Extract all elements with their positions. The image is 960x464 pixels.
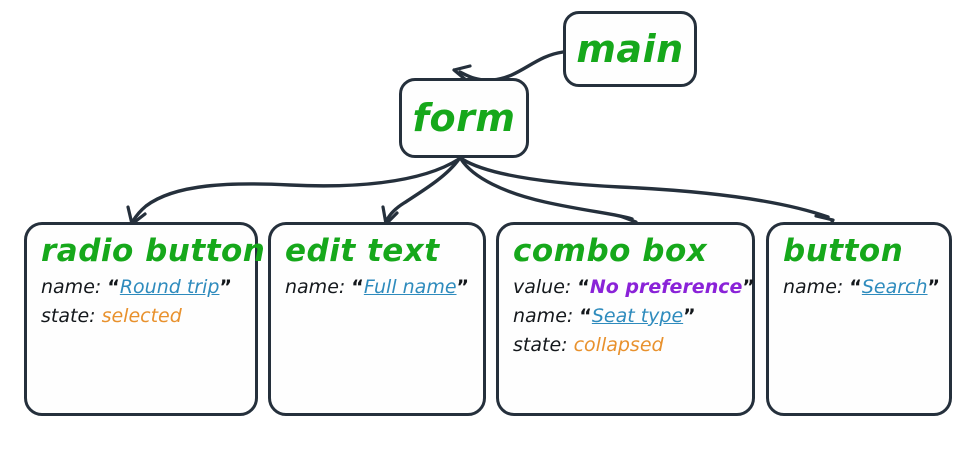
node-main-title: main: [576, 27, 684, 71]
quote-open: “: [579, 304, 592, 327]
edge-form-to-button: [460, 157, 830, 219]
edge-form-to-edit-text: [385, 157, 461, 222]
quote-close: ”: [742, 276, 755, 298]
node-edit-text-properties: name: “Full name”: [285, 273, 483, 302]
quote-open: “: [351, 276, 364, 298]
property-value-name: Full name: [363, 276, 457, 298]
node-button[interactable]: button name: “Search”: [766, 222, 952, 416]
edge-main-to-form: [458, 50, 565, 82]
node-form-title: form: [412, 96, 516, 140]
edge-form-to-radio-button: [131, 157, 461, 223]
node-main[interactable]: main: [563, 11, 697, 87]
node-button-title: button: [783, 233, 904, 269]
property-key: value:: [513, 276, 572, 298]
node-edit-text-title: edit text: [285, 233, 440, 269]
property-value-value: No preference: [589, 276, 743, 298]
property-key: name:: [285, 276, 346, 298]
quote-close: ”: [927, 276, 941, 298]
quote-open: “: [107, 276, 120, 298]
property-value-name: Search: [861, 276, 928, 298]
quote-close: ”: [683, 304, 696, 327]
property-key: state:: [41, 304, 96, 327]
quote-open: “: [849, 276, 862, 298]
property-row: state: collapsed: [513, 331, 752, 360]
node-radio-button[interactable]: radio button name: “Round trip” state: s…: [24, 222, 266, 416]
property-key: state:: [513, 333, 568, 356]
node-edit-text[interactable]: edit text name: “Full name”: [268, 222, 486, 416]
property-row: name: “Search”: [783, 273, 949, 302]
node-combo-box[interactable]: combo box value: “No preference” name: “…: [496, 222, 755, 416]
node-form[interactable]: form: [399, 78, 529, 158]
property-row: name: “Full name”: [285, 273, 483, 302]
node-combo-box-properties: value: “No preference” name: “Seat type”…: [513, 273, 755, 360]
property-key: name:: [41, 276, 102, 298]
node-radio-button-properties: name: “Round trip” state: selected: [41, 273, 255, 331]
property-row: value: “No preference”: [513, 273, 755, 302]
property-row: name: “Seat type”: [513, 302, 752, 331]
quote-open: “: [577, 276, 590, 298]
quote-close: ”: [456, 276, 470, 298]
quote-close: ”: [219, 276, 232, 298]
property-row: name: “Round trip”: [41, 273, 255, 302]
property-value-state: collapsed: [573, 333, 664, 356]
edge-form-to-combo-box: [459, 157, 634, 221]
property-value-name: Seat type: [591, 304, 684, 327]
node-combo-box-title: combo box: [513, 233, 708, 269]
property-key: name:: [783, 276, 844, 298]
property-row: state: selected: [41, 302, 255, 331]
node-radio-button-title: radio button: [41, 233, 266, 269]
property-value-state: selected: [101, 304, 182, 327]
property-value-name: Round trip: [119, 276, 220, 298]
property-key: name:: [513, 304, 574, 327]
node-button-properties: name: “Search”: [783, 273, 949, 302]
